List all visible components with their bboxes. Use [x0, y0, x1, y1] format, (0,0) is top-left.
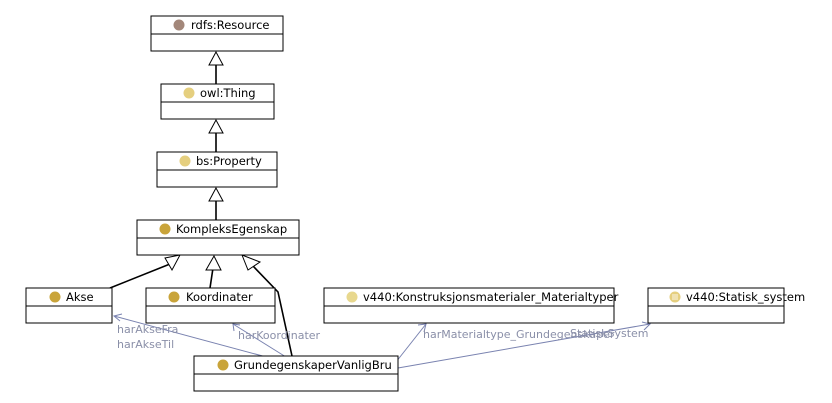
class-label: KompleksEgenskap: [176, 222, 287, 236]
class-label: Koordinater: [186, 290, 253, 304]
class-label: v440:Statisk_system: [686, 290, 805, 304]
edge-grunde-to-kompleks: [252, 265, 293, 357]
class-dot-icon: [168, 291, 180, 303]
arrowhead-owlthing: [208, 118, 224, 134]
class-label: Akse: [66, 290, 94, 304]
arrowhead-resource: [208, 50, 224, 66]
class-label: owl:Thing: [200, 86, 256, 100]
edge-label-har-akse-til: harAkseTil: [117, 338, 174, 351]
edge-koordinater-to-kompleks: [209, 267, 214, 289]
class-label: rdfs:Resource: [191, 18, 269, 32]
class-rdfs-resource[interactable]: rdfs:Resource: [150, 15, 284, 52]
inheritance-arrowheads: [164, 50, 262, 272]
class-dot-icon: [49, 291, 61, 303]
arrowhead-grunde: [241, 254, 262, 271]
class-dot-icon: [179, 155, 191, 167]
property-edges: [113, 315, 651, 369]
arrowhead-har-materialtype: [417, 323, 427, 333]
class-dot-icon: [346, 291, 358, 303]
arrowhead-har-akse: [112, 313, 123, 322]
class-dot-icon: [159, 223, 171, 235]
arrowhead-property: [208, 186, 224, 202]
class-materialtyper[interactable]: v440:Konstruksjonsmaterialer_Materialtyp…: [323, 287, 619, 324]
edge-label-har-akse-fra: harAkseFra: [117, 323, 178, 336]
class-owl-thing[interactable]: owl:Thing: [160, 83, 275, 120]
edge-har-akse: [113, 315, 271, 359]
edge-label-har-materialtype: harMaterialtype_Grundegenskaper: [423, 328, 615, 341]
class-dot-icon: [217, 359, 229, 371]
property-arrowheads: [112, 313, 651, 333]
class-dot-icon: [173, 19, 185, 31]
datatype-list-icon: [669, 291, 681, 303]
inheritance-edges: [109, 64, 293, 357]
edge-label-har-koordinater: harKoordinater: [238, 329, 321, 342]
class-kompleks-egenskap[interactable]: KompleksEgenskap: [136, 219, 300, 256]
class-grundegenskaper-vanlig-bru[interactable]: GrundegenskaperVanligBru: [193, 355, 399, 392]
edge-label-statisk-system: StatiskSystem: [570, 327, 649, 340]
arrowhead-har-koordinater: [232, 323, 241, 332]
edge-har-materialtype: [395, 323, 427, 363]
class-label: v440:Konstruksjonsmaterialer_Materialtyp…: [363, 290, 619, 304]
class-dot-icon: [183, 87, 195, 99]
edge-har-koordinater: [232, 323, 287, 358]
class-akse[interactable]: Akse: [25, 287, 113, 324]
arrowhead-koordinater: [205, 254, 222, 271]
edge-akse-to-kompleks: [109, 263, 171, 289]
edge-statisk-system: [397, 323, 651, 369]
class-label: GrundegenskaperVanligBru: [234, 358, 392, 372]
class-statisk-system[interactable]: v440:Statisk_system: [647, 287, 805, 324]
class-koordinater[interactable]: Koordinater: [145, 287, 276, 324]
class-label: bs:Property: [196, 154, 262, 168]
class-bs-property[interactable]: bs:Property: [156, 151, 278, 188]
arrowhead-akse: [164, 254, 181, 272]
arrowhead-statisk: [641, 321, 651, 331]
